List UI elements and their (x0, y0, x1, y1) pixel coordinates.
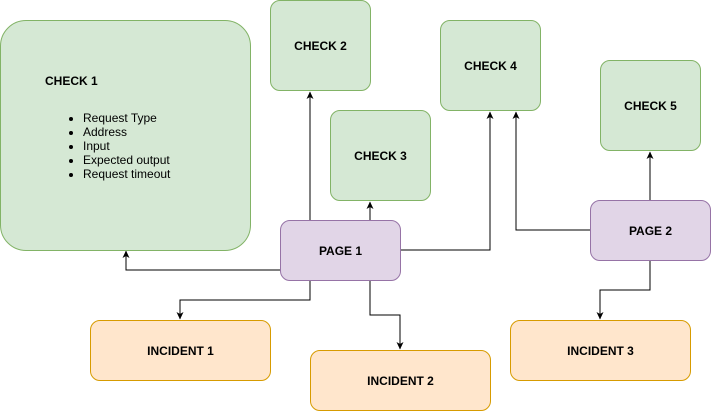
edge-page1-to-incident1 (176, 281, 311, 320)
check-3-node[interactable]: CHECK 3 (330, 110, 431, 201)
edge-page1-to-incident2 (369, 281, 404, 350)
check-2-label: CHECK 2 (294, 38, 347, 53)
check-1-field-item: Address (83, 125, 170, 139)
incident-3-node[interactable]: INCIDENT 3 (510, 320, 691, 381)
page-1-label: PAGE 1 (318, 243, 363, 258)
check-1-title: CHECK 1 (45, 74, 98, 88)
incident-1-label: INCIDENT 1 (147, 343, 214, 358)
check-5-label: CHECK 5 (624, 98, 677, 113)
check-1-node[interactable]: CHECK 1 Request Type Address Input Expec… (0, 20, 251, 251)
check-4-node[interactable]: CHECK 4 (440, 20, 541, 111)
page-1-node[interactable]: PAGE 1 (280, 220, 401, 281)
incident-3-label: INCIDENT 3 (567, 343, 634, 358)
edge-page1-to-check1 (122, 250, 280, 271)
incident-2-label: INCIDENT 2 (367, 373, 434, 388)
edge-page1-to-check4 (401, 111, 494, 251)
check-3-label: CHECK 3 (354, 148, 407, 163)
edge-page2-to-incident3 (596, 261, 651, 320)
check-5-node[interactable]: CHECK 5 (600, 60, 701, 151)
incident-1-node[interactable]: INCIDENT 1 (90, 320, 271, 381)
page-2-label: PAGE 2 (628, 223, 673, 238)
check-2-node[interactable]: CHECK 2 (270, 0, 371, 91)
check-1-field-list: Request Type Address Input Expected outp… (66, 111, 170, 181)
edge-page2-to-check4 (512, 111, 590, 231)
incident-2-node[interactable]: INCIDENT 2 (310, 350, 491, 411)
check-1-field-item: Input (83, 139, 170, 153)
check-4-label: CHECK 4 (464, 58, 517, 73)
check-1-field-item: Request Type (83, 111, 170, 125)
check-1-field-item: Expected output (83, 153, 170, 167)
check-1-field-item: Request timeout (83, 167, 170, 181)
page-2-node[interactable]: PAGE 2 (590, 200, 711, 261)
